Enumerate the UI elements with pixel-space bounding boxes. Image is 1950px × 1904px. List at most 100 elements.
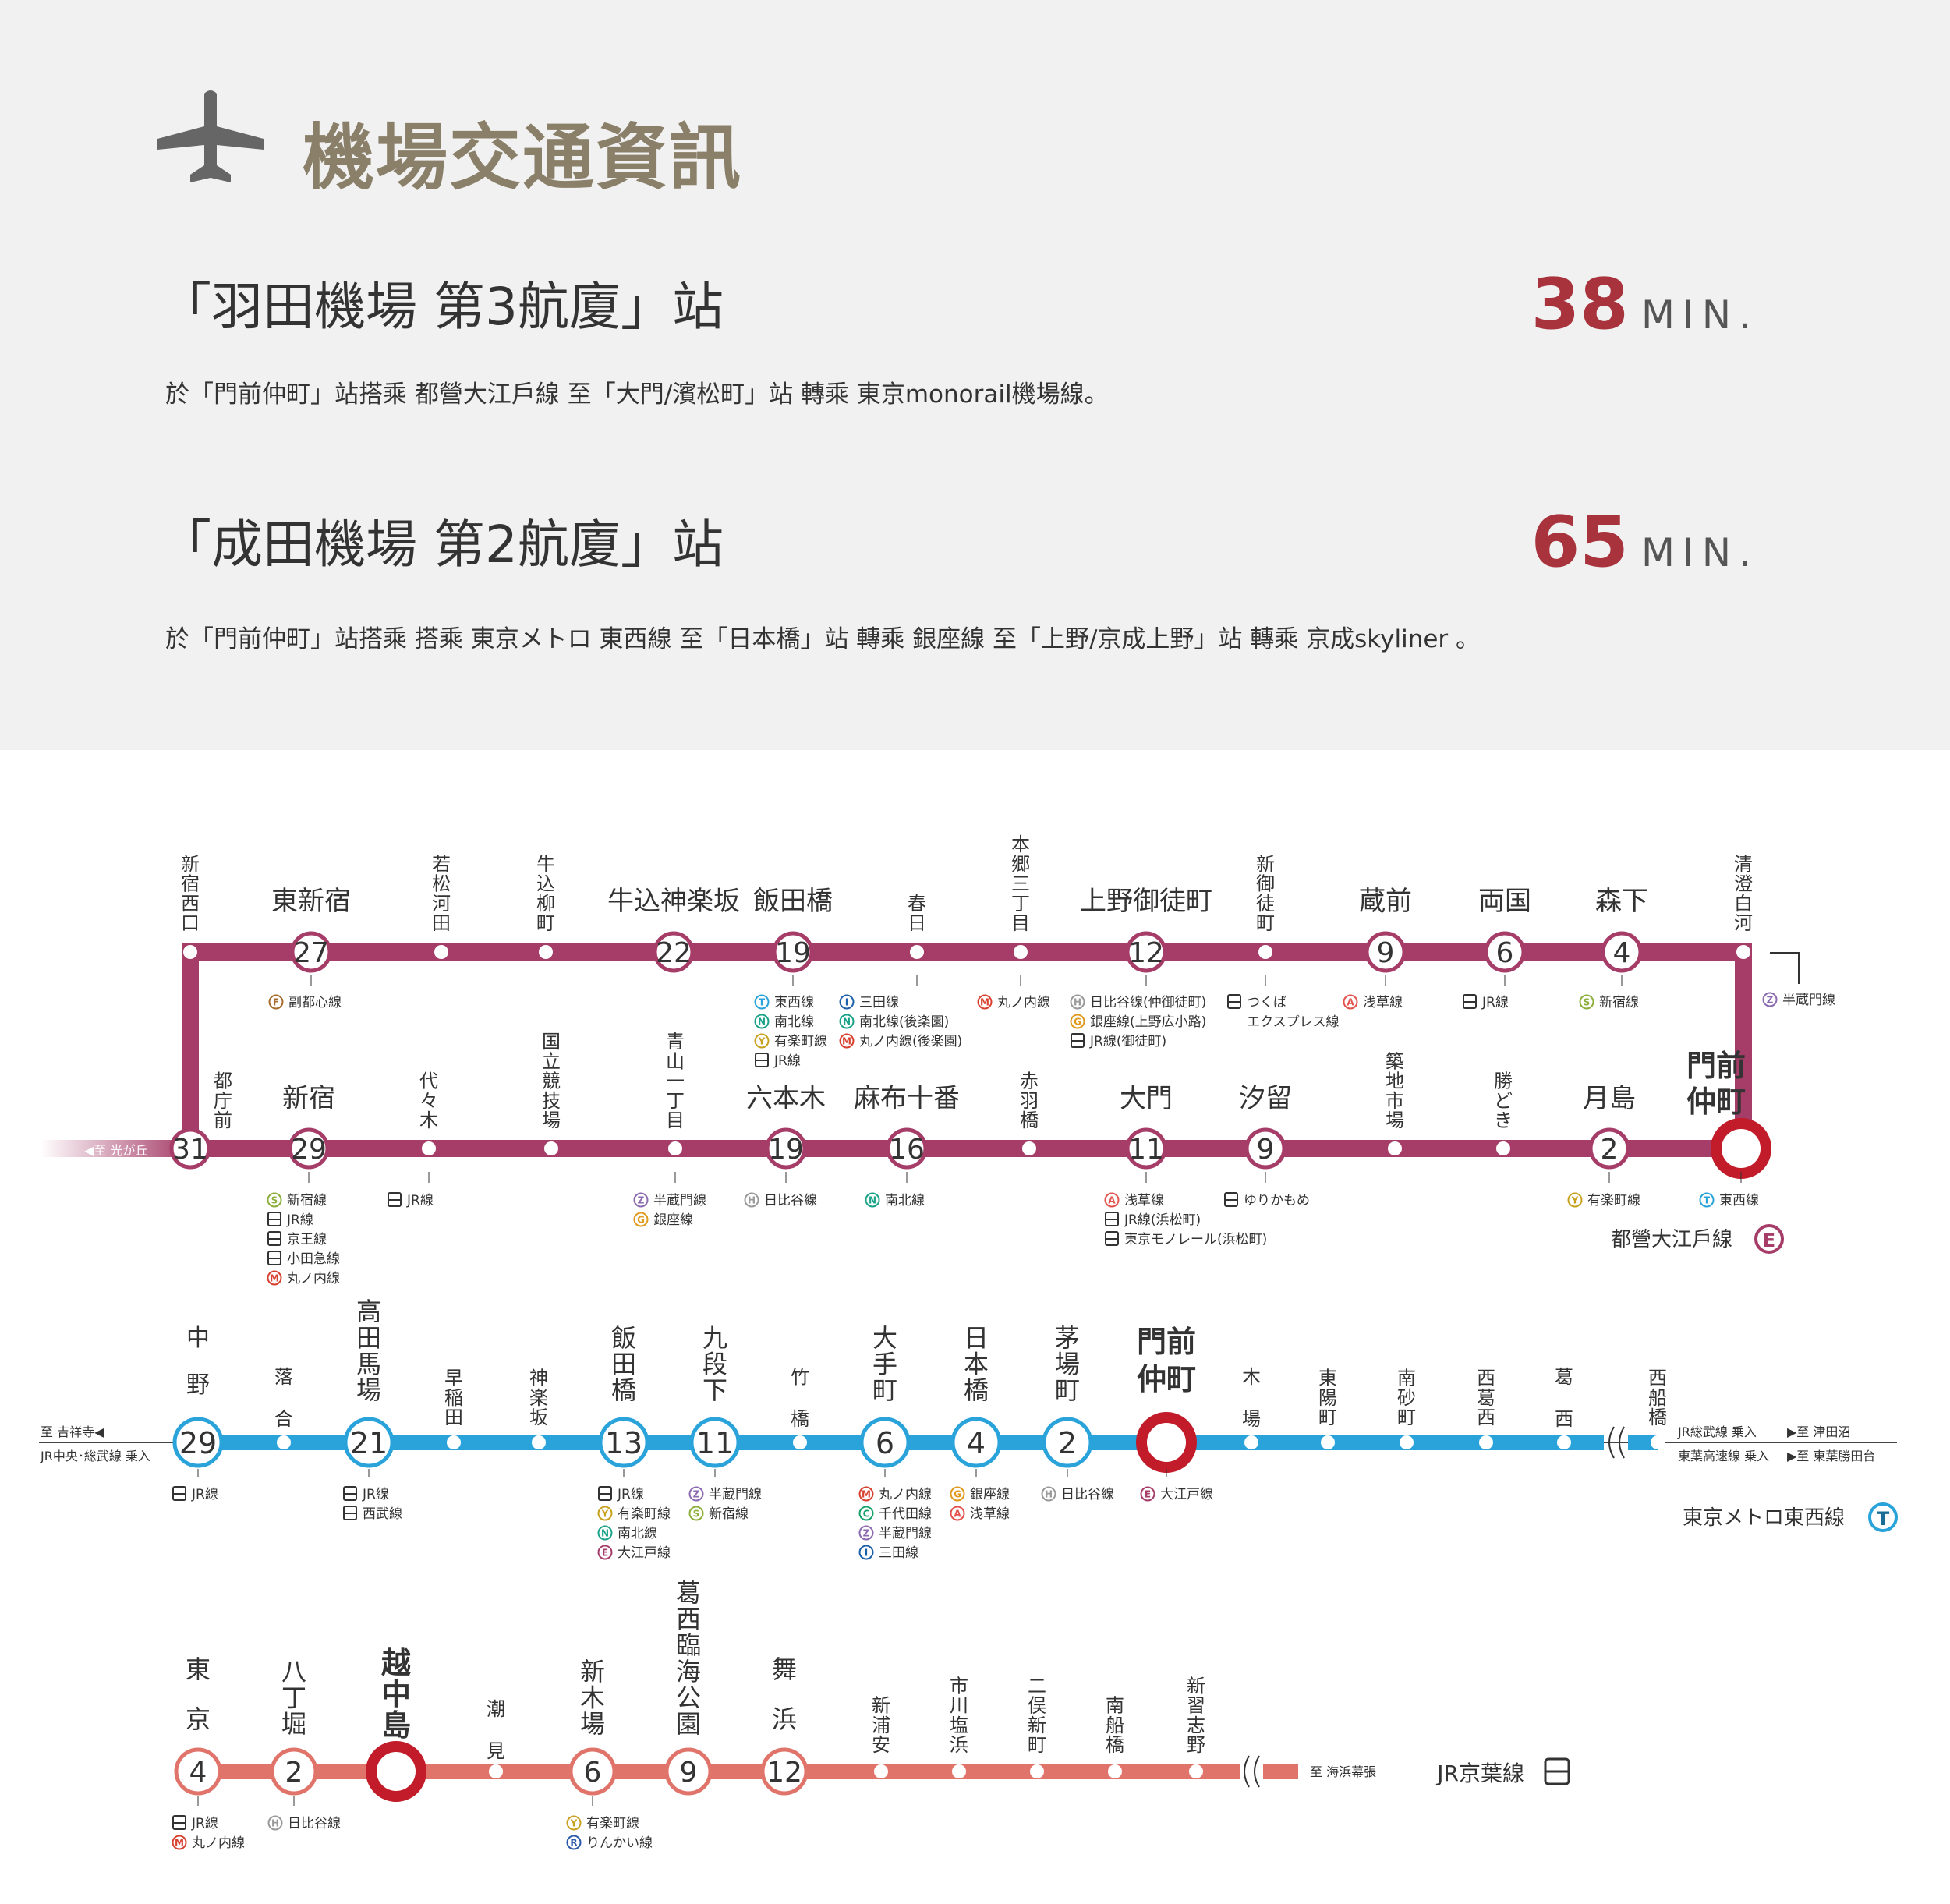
station-monzen-nakacho-tozai — [1136, 1412, 1197, 1473]
station-13 — [1736, 945, 1750, 959]
tozai-2-transfer: JR線 — [362, 1487, 389, 1502]
svg-text:橋: 橋 — [1648, 1407, 1667, 1428]
svg-text:日: 日 — [908, 912, 926, 934]
line-badge-icon — [1041, 1486, 1056, 1502]
svg-text:競: 競 — [542, 1071, 561, 1092]
svg-text:葛: 葛 — [1477, 1387, 1495, 1409]
station-number: 13 — [605, 1426, 642, 1460]
station-b2 — [422, 1141, 436, 1155]
svg-text:勝: 勝 — [1494, 1071, 1513, 1092]
station-name: 合 — [274, 1408, 293, 1430]
station-k1 — [270, 1747, 318, 1796]
svg-text:野: 野 — [1187, 1734, 1205, 1756]
station-b8 — [1125, 1127, 1167, 1170]
svg-text:場: 場 — [1386, 1109, 1404, 1131]
station-name: 仲町 — [1686, 1085, 1746, 1119]
station-number: 2 — [285, 1757, 303, 1789]
station-b0 — [169, 1127, 211, 1170]
svg-text:ど: ど — [1494, 1090, 1513, 1112]
line-badge-letter: Z — [693, 1489, 700, 1500]
svg-text:目: 目 — [1011, 912, 1030, 934]
station-t12 — [1244, 1435, 1258, 1449]
svg-text:徒: 徒 — [1256, 893, 1275, 915]
svg-text:浜: 浜 — [950, 1734, 968, 1756]
tozai-6-transfer: 半蔵門線 — [709, 1487, 762, 1502]
station-name: 南砂町 — [1397, 1368, 1416, 1428]
svg-text:新: 新 — [580, 1657, 605, 1686]
tozai-9-transfer: 銀座線 — [970, 1487, 1010, 1502]
svg-text:一: 一 — [666, 1071, 685, 1092]
station-name: 神楽坂 — [529, 1368, 548, 1428]
tozai-5-transfer: 大江戸線 — [618, 1545, 671, 1561]
svg-text:南: 南 — [1397, 1368, 1416, 1389]
station-t15 — [1479, 1435, 1493, 1449]
svg-text:郷: 郷 — [1011, 853, 1030, 875]
station-2 — [434, 945, 448, 959]
tozai-east-direction: ▶至 津田沼 — [1787, 1424, 1850, 1439]
station-t14 — [1400, 1435, 1414, 1449]
bottom-9-transfer: ゆりかもめ — [1244, 1193, 1310, 1209]
station-t9 — [950, 1417, 1002, 1468]
station-name: 日本橋 — [964, 1323, 989, 1405]
svg-text:木: 木 — [419, 1109, 438, 1131]
top-12-transfer: 新宿線 — [1599, 995, 1639, 1010]
route-description-haneda: 於「門前仲町」站搭乘 都營大江戶線 至「大門/濱松町」站 轉乘 東京monora… — [165, 380, 1109, 409]
line-badge-letter: A — [954, 1509, 961, 1520]
line-badge-icon — [1070, 994, 1085, 1010]
kiyosumi-transfer: 半蔵門線 — [1782, 993, 1835, 1008]
svg-text:橋: 橋 — [964, 1375, 989, 1405]
svg-text:新: 新 — [872, 1695, 890, 1717]
svg-text:都: 都 — [214, 1071, 232, 1092]
svg-text:築: 築 — [1386, 1050, 1404, 1072]
station-name: 門前 — [1137, 1325, 1196, 1359]
line-badge-letter: M — [270, 1273, 279, 1284]
line-badge-icon — [1140, 1486, 1155, 1502]
station-name: 新浦安 — [872, 1695, 890, 1756]
station-name: 橋 — [791, 1408, 809, 1430]
oedo-tail — [41, 1140, 190, 1157]
station-b11 — [1496, 1141, 1510, 1155]
station-number: 6 — [584, 1757, 602, 1789]
top-5-transfer: 南北線 — [774, 1014, 814, 1030]
svg-text:手: 手 — [872, 1349, 897, 1378]
line-badge-letter: G — [954, 1489, 961, 1500]
station-number: 29 — [291, 1134, 327, 1166]
station-number: 27 — [293, 937, 329, 969]
station-name: 落 — [274, 1366, 293, 1388]
svg-text:海: 海 — [676, 1657, 701, 1686]
station-name: 葛 — [1555, 1366, 1573, 1388]
svg-text:若: 若 — [432, 853, 451, 875]
svg-text:町: 町 — [1318, 1407, 1337, 1428]
station-number: 11 — [696, 1426, 734, 1460]
line-badge-icon — [688, 1506, 704, 1521]
svg-text:澄: 澄 — [1734, 873, 1753, 895]
svg-text:本: 本 — [1011, 833, 1030, 855]
station-name: 六本木 — [746, 1083, 826, 1114]
bottom-1-transfer: 新宿線 — [287, 1193, 327, 1209]
svg-text:西: 西 — [1477, 1368, 1495, 1389]
top-6-transfer: 南北線(後楽園) — [859, 1014, 949, 1030]
svg-text:白: 白 — [1734, 893, 1753, 915]
top-8-transfer: JR線(御徒町) — [1089, 1034, 1166, 1049]
station-t4 — [532, 1435, 546, 1449]
svg-text:八: 八 — [281, 1657, 306, 1686]
line-badge-letter: S — [271, 1195, 278, 1206]
svg-text:新: 新 — [1028, 1715, 1046, 1736]
station-name: 上野御徒町 — [1080, 886, 1212, 917]
tozai-2-transfer: 西武線 — [363, 1506, 402, 1522]
svg-text:園: 園 — [676, 1709, 701, 1739]
station-5 — [772, 931, 814, 973]
top-6-transfer: 丸ノ内線(後楽園) — [859, 1034, 962, 1049]
tozai-east-through: JR総武線 乗入 — [1677, 1424, 1757, 1439]
station-name: 勝どき — [1494, 1071, 1513, 1131]
svg-text:場: 場 — [356, 1375, 381, 1405]
line-badge-icon — [1567, 1192, 1583, 1208]
svg-text:河: 河 — [1734, 912, 1753, 934]
line-badge-letter: A — [1347, 997, 1354, 1008]
top-10-transfer: 浅草線 — [1363, 995, 1403, 1010]
line-badge-letter: H — [748, 1195, 756, 1206]
station-name: 代々木 — [419, 1071, 438, 1131]
